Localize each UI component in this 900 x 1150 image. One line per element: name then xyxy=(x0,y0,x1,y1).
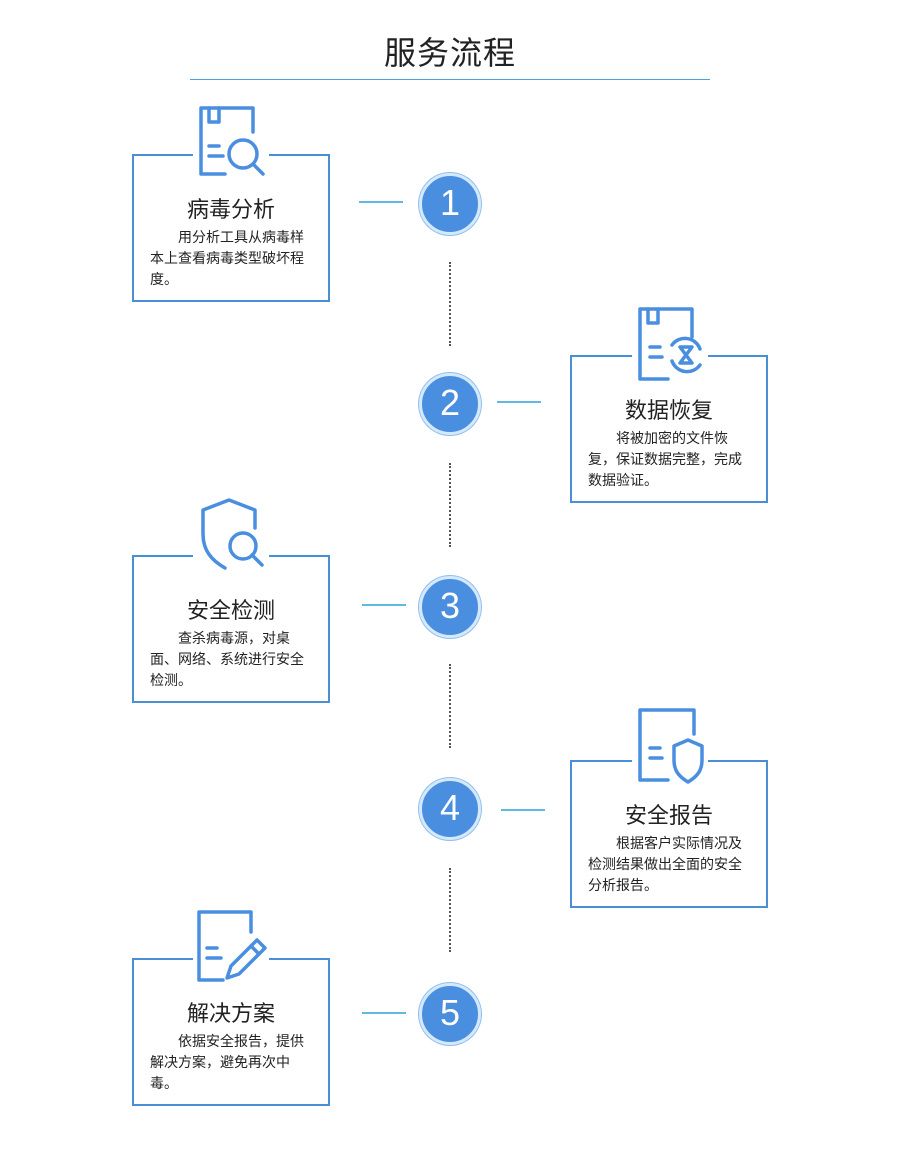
step-number-badge: 3 xyxy=(419,576,481,638)
step-title: 数据恢复 xyxy=(624,399,713,424)
connector-2-3 xyxy=(449,463,451,547)
step-4-link xyxy=(501,809,545,811)
step-3-link xyxy=(362,604,406,606)
step-description: 用分析工具从病毒样本上查看病毒类型破坏程度。 xyxy=(150,230,304,288)
step-description: 查杀病毒源，对桌面、网络、系统进行安全检测。 xyxy=(150,631,304,689)
step-description: 将被加密的文件恢复，保证数据完整，完成数据验证。 xyxy=(588,431,742,489)
step-1-link xyxy=(359,201,403,203)
step-number-badge: 2 xyxy=(419,373,481,435)
step-number-badge: 5 xyxy=(419,983,481,1045)
step-number-badge: 1 xyxy=(419,173,481,235)
document-search-icon xyxy=(193,102,269,182)
step-5-link xyxy=(362,1012,406,1014)
step-title: 安全报告 xyxy=(624,804,713,829)
step-title: 安全检测 xyxy=(186,599,275,624)
shield-search-icon xyxy=(193,496,269,576)
document-hourglass-icon xyxy=(632,303,708,383)
document-pencil-icon xyxy=(193,906,269,986)
page-title: 服务流程 xyxy=(383,34,516,72)
connector-4-5 xyxy=(449,868,451,952)
step-number-badge: 4 xyxy=(419,778,481,840)
step-title: 解决方案 xyxy=(186,1002,275,1027)
step-description: 根据客户实际情况及检测结果做出全面的安全分析报告。 xyxy=(588,836,742,894)
step-description: 依据安全报告，提供解决方案，避免再次中毒。 xyxy=(150,1034,304,1092)
document-shield-icon xyxy=(632,706,708,786)
connector-3-4 xyxy=(449,664,451,748)
title-divider xyxy=(190,79,710,80)
step-2-link xyxy=(497,401,541,403)
connector-1-2 xyxy=(449,262,451,346)
step-title: 病毒分析 xyxy=(186,198,275,223)
step-card-3: 安全检测 查杀病毒源，对桌面、网络、系统进行安全检测。 xyxy=(132,555,330,703)
